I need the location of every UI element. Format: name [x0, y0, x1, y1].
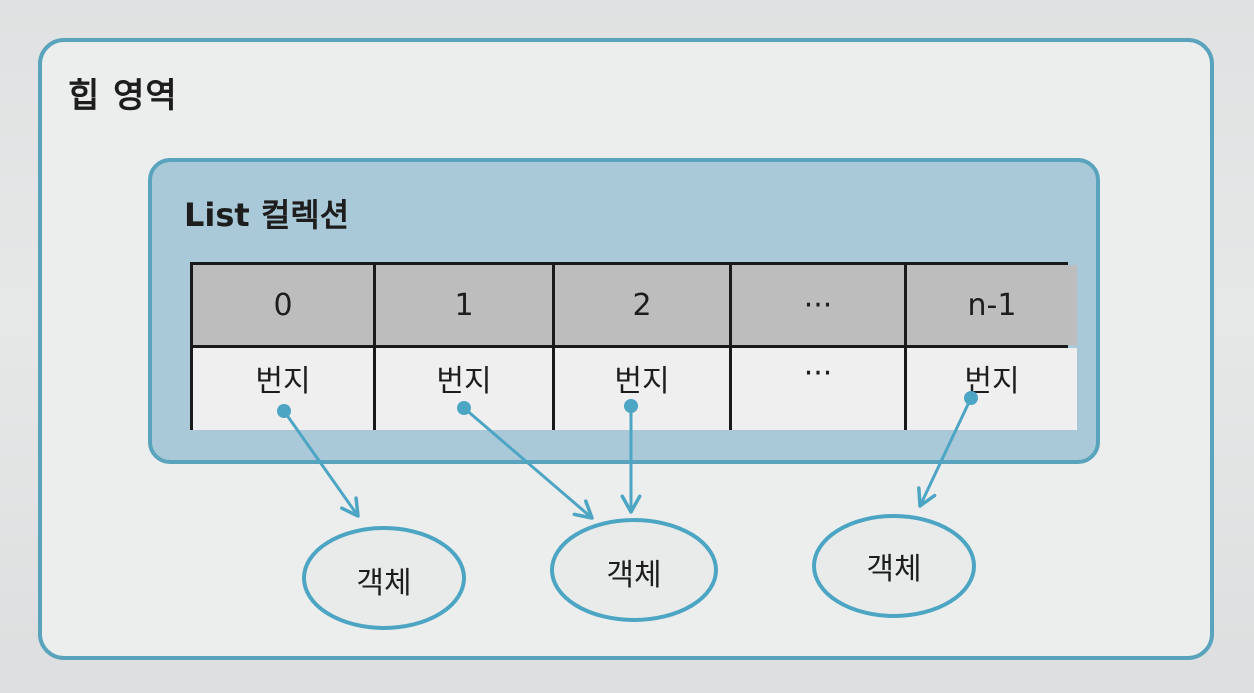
- index-cell: ···: [732, 265, 904, 345]
- address-cell: 번지: [907, 348, 1077, 430]
- address-cell: ···: [732, 348, 904, 430]
- object-label: 객체: [606, 558, 662, 593]
- index-cell: 1: [376, 265, 552, 345]
- list-table: 0 1 2 ··· n-1 번지 번지 번지 ··· 번지: [190, 262, 1077, 430]
- object-label: 객체: [356, 566, 412, 601]
- address-cell: 번지: [376, 348, 552, 430]
- heap-title: 힙 영역: [68, 76, 178, 116]
- object-label: 객체: [866, 552, 922, 587]
- list-title: List 컬렉션: [184, 196, 350, 234]
- index-cell: n-1: [907, 265, 1077, 345]
- address-cell: 번지: [555, 348, 729, 430]
- index-cell: 0: [193, 265, 373, 345]
- address-cell: 번지: [193, 348, 373, 430]
- index-cell: 2: [555, 265, 729, 345]
